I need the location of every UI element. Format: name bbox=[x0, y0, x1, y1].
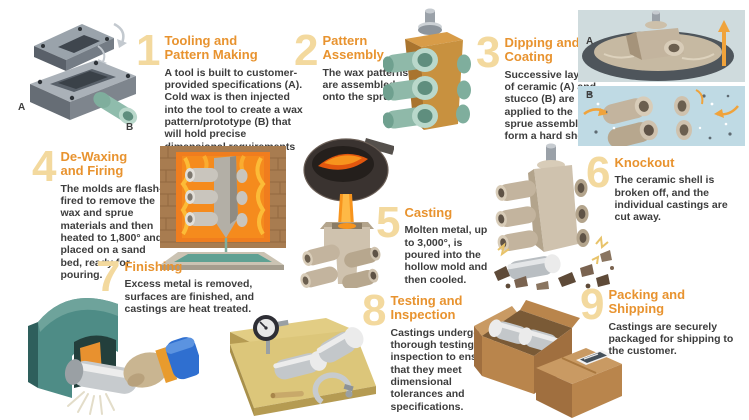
step-2-title: Pattern Assembly bbox=[322, 33, 384, 63]
step-2-description: The wax patterns are assembled onto the … bbox=[322, 66, 409, 104]
knockout-drawing bbox=[494, 143, 614, 290]
tool-label-a: A bbox=[18, 102, 26, 113]
step-7-title: Finishing bbox=[124, 259, 183, 274]
step-5-number: 5 bbox=[376, 198, 401, 247]
mold-tool-drawing bbox=[30, 22, 138, 125]
step-6-number: 6 bbox=[586, 148, 611, 197]
step-1-number: 1 bbox=[136, 26, 161, 75]
inspection-bench-drawing bbox=[230, 315, 376, 416]
shipping-boxes-illustration bbox=[468, 290, 626, 420]
step-4-number: 4 bbox=[32, 142, 57, 191]
step-1-title: Tooling and Pattern Making bbox=[164, 33, 258, 63]
furnace-drawing bbox=[160, 146, 286, 270]
mold-tool-illustration: A B bbox=[18, 18, 143, 136]
inspection-bench-illustration bbox=[226, 286, 378, 420]
step-4: 4 De-Waxing and Firing The molds are fla… bbox=[32, 142, 164, 282]
finishing-machine-drawing bbox=[28, 298, 199, 415]
step-7-description: Excess metal is removed, surfaces are fi… bbox=[124, 278, 255, 316]
step-2: 2 Pattern Assembly The wax patterns are … bbox=[294, 26, 409, 104]
step-9: 9 Packing and Shipping Castings are secu… bbox=[580, 280, 740, 358]
step-5-title: Casting bbox=[404, 205, 453, 220]
knockout-illustration bbox=[492, 140, 614, 290]
step-9-title: Packing and Shipping bbox=[608, 287, 686, 317]
step-9-description: Castings are securely packaged for shipp… bbox=[608, 320, 734, 358]
finishing-machine-illustration bbox=[14, 280, 199, 418]
step-3-number: 3 bbox=[476, 28, 501, 77]
step-3: 3 Dipping and Coating Successive layers … bbox=[476, 28, 600, 143]
shipping-boxes-drawing bbox=[474, 300, 622, 418]
step-8-title: Testing and Inspection bbox=[390, 293, 463, 323]
step-6: 6 Knockout The ceramic shell is broken o… bbox=[586, 148, 740, 224]
step-8-number: 8 bbox=[362, 286, 387, 335]
ladle-pour-drawing bbox=[300, 138, 394, 288]
step-6-title: Knockout bbox=[614, 155, 675, 170]
step-7-number: 7 bbox=[96, 252, 121, 301]
step-3-description: Successive layers of ceramic (A) and stu… bbox=[504, 68, 597, 143]
step-7: 7 Finishing Excess metal is removed, sur… bbox=[96, 252, 260, 316]
sprue-assembly-illustration bbox=[383, 6, 475, 136]
ladle-pour-illustration bbox=[296, 136, 394, 288]
sprue-assembly-drawing bbox=[383, 8, 471, 130]
step-4-description: The molds are flash-fired to remove the … bbox=[60, 182, 163, 282]
dip-coating-drawing bbox=[578, 10, 745, 146]
stucco-label-b: B bbox=[586, 90, 594, 101]
dip-coating-illustration: A B bbox=[578, 10, 745, 146]
pattern-label-b: B bbox=[126, 122, 134, 133]
step-8-description: Castings undergo thorough testing and in… bbox=[390, 326, 496, 413]
step-9-number: 9 bbox=[580, 280, 605, 329]
step-8: 8 Testing and Inspection Castings underg… bbox=[362, 286, 502, 413]
furnace-illustration bbox=[152, 146, 294, 272]
dip-label-a: A bbox=[586, 36, 594, 47]
step-4-title: De-Waxing and Firing bbox=[60, 149, 128, 179]
step-5-description: Molten metal, up to 3,000°, is poured in… bbox=[404, 224, 488, 286]
step-3-title: Dipping and Coating bbox=[504, 35, 580, 65]
step-2-number: 2 bbox=[294, 26, 319, 75]
step-5: 5 Casting Molten metal, up to 3,000°, is… bbox=[376, 198, 492, 286]
step-6-description: The ceramic shell is broken off, and the… bbox=[614, 174, 728, 224]
